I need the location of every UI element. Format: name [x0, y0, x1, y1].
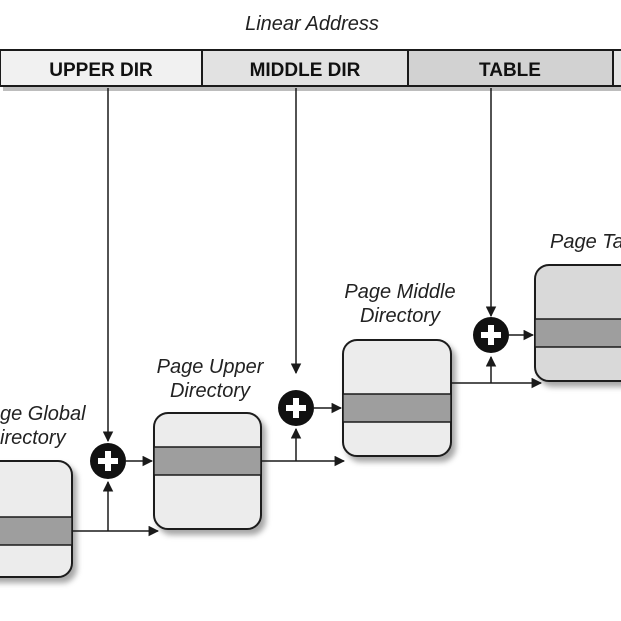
field-offset-partial — [612, 49, 621, 87]
page-middle-directory: Page Middle Directory — [342, 281, 456, 457]
page-global-directory-caption-1: ge Global — [0, 403, 86, 425]
field-upper-dir-label: UPPER DIR — [49, 60, 153, 81]
linear-address-bar: UPPER DIR MIDDLE DIR TABLE — [0, 49, 621, 91]
page-upper-directory-entry — [153, 446, 262, 476]
page-middle-directory-caption-1: Page Middle — [344, 281, 455, 303]
page-table: Page Tabl — [534, 231, 621, 382]
page-middle-directory-caption-2: Directory — [360, 305, 441, 327]
linear-address-title: Linear Address — [245, 13, 379, 35]
page-table-entry — [534, 318, 621, 348]
adder-1-plus-circle-icon — [90, 443, 126, 479]
adder-2-plus-circle-icon — [278, 390, 314, 426]
adder-3-plus-circle-icon — [473, 317, 509, 353]
page-global-directory-entry — [0, 516, 73, 546]
page-upper-directory: Page Upper Directory — [153, 356, 265, 530]
field-middle-dir-label: MIDDLE DIR — [250, 60, 361, 81]
page-global-directory: ge Global irectory — [0, 403, 86, 578]
page-table-caption: Page Tabl — [550, 231, 621, 253]
page-global-directory-caption-2: irectory — [0, 427, 67, 449]
field-upper-dir — [0, 49, 203, 87]
page-middle-directory-entry — [342, 393, 452, 423]
field-table-label: TABLE — [479, 60, 541, 81]
field-table — [407, 49, 614, 87]
page-upper-directory-caption-1: Page Upper — [157, 356, 265, 378]
page-upper-directory-caption-2: Directory — [170, 380, 251, 402]
